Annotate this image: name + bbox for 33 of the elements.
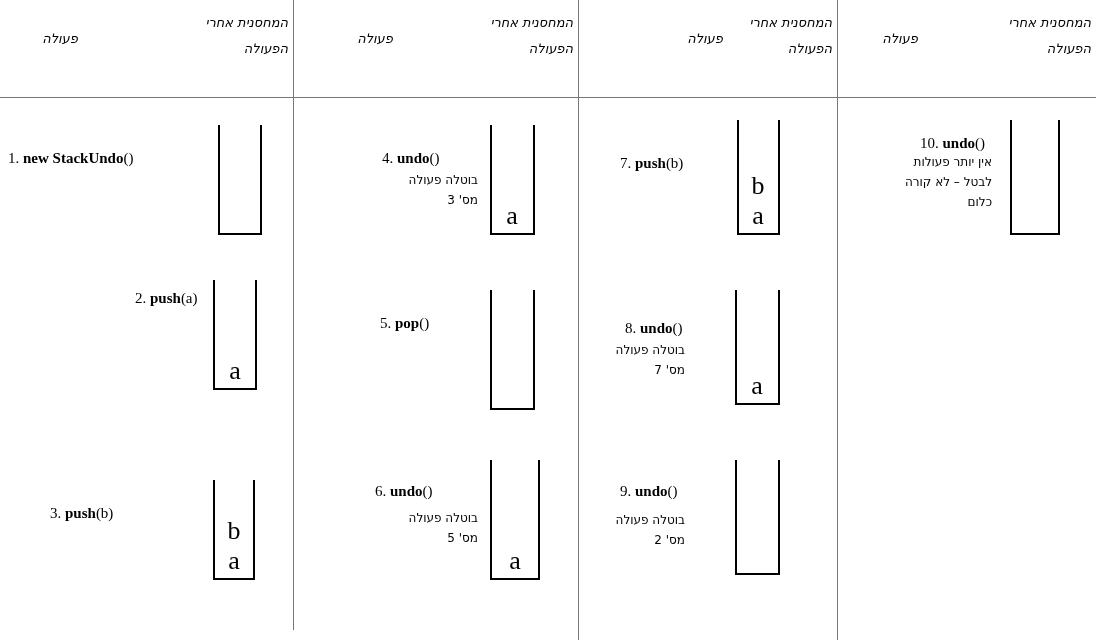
stack: b a (736, 120, 780, 235)
stack: a (734, 290, 780, 405)
operation-label: 7. push(b) (620, 155, 684, 172)
stack (489, 290, 535, 410)
operation-label: 3. push(b) (50, 505, 114, 522)
stack (1010, 120, 1060, 235)
note-text: בוטלה פעולה מס' 5 (407, 510, 478, 547)
operation-label: 4. undo() (382, 150, 440, 167)
stack: a (489, 125, 535, 235)
operation-label: 5. pop() (380, 315, 430, 332)
column-header: המחסנית אחרי הפעולה (748, 14, 832, 58)
note-text: בוטלה פעולה מס' 7 (614, 342, 685, 379)
column-header: המחסנית אחרי הפעולה (489, 14, 573, 58)
note-text: בוטלה פעולה מס' 3 (407, 172, 478, 209)
column-header: פעולה (41, 30, 79, 48)
column-header: פעולה (686, 30, 724, 48)
operation-label: 10. undo() (920, 135, 986, 152)
operation-label: 2. push(a) (135, 290, 198, 307)
stack: a (490, 460, 540, 580)
column-header: המחסנית אחרי הפעולה (204, 14, 288, 58)
stack: b a (213, 480, 255, 580)
note-text: בוטלה פעולה מס' 2 (614, 512, 685, 549)
operation-label: 6. undo() (375, 483, 433, 500)
column-header: פעולה (881, 30, 919, 48)
note-text: אין יותר פעולות לבטל – לא קורה כלום (903, 154, 992, 211)
stack (218, 125, 262, 235)
operation-label: 8. undo() (625, 320, 683, 337)
column-header: פעולה (356, 30, 394, 48)
stack (734, 460, 780, 575)
operation-label: 1. new StackUndo() (8, 150, 134, 167)
stack: a (213, 280, 257, 390)
operation-label: 9. undo() (620, 483, 678, 500)
column-header: המחסנית אחרי הפעולה (1007, 14, 1091, 58)
